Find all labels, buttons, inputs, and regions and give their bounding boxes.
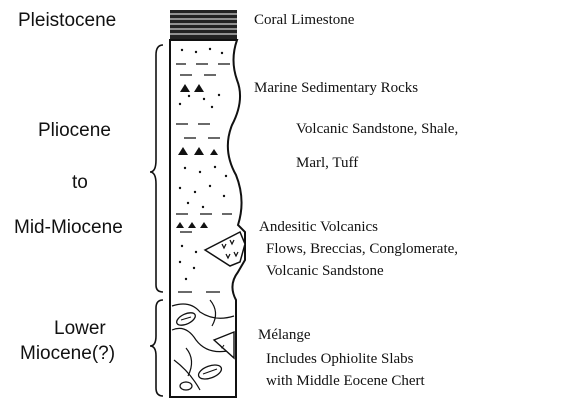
label-andesitic-sub1: Flows, Breccias, Conglomerate, xyxy=(266,241,458,258)
label-marine-sedimentary: Marine Sedimentary Rocks xyxy=(254,80,418,97)
bracket-lower-miocene xyxy=(150,300,163,396)
label-andesitic-sub2: Volcanic Sandstone xyxy=(266,263,384,280)
label-melange-sub1: Includes Ophiolite Slabs xyxy=(266,351,413,368)
label-coral-limestone: Coral Limestone xyxy=(254,12,354,29)
bracket-pliocene-miocene xyxy=(150,45,163,292)
coral-limestone-layer xyxy=(170,10,237,40)
label-melange: Mélange xyxy=(258,327,310,344)
label-andesitic-volcanics: Andesitic Volcanics xyxy=(259,219,378,236)
label-melange-sub2: with Middle Eocene Chert xyxy=(266,373,425,390)
label-marine-sub2: Marl, Tuff xyxy=(296,155,358,172)
label-marine-sub1: Volcanic Sandstone, Shale, xyxy=(296,121,458,138)
